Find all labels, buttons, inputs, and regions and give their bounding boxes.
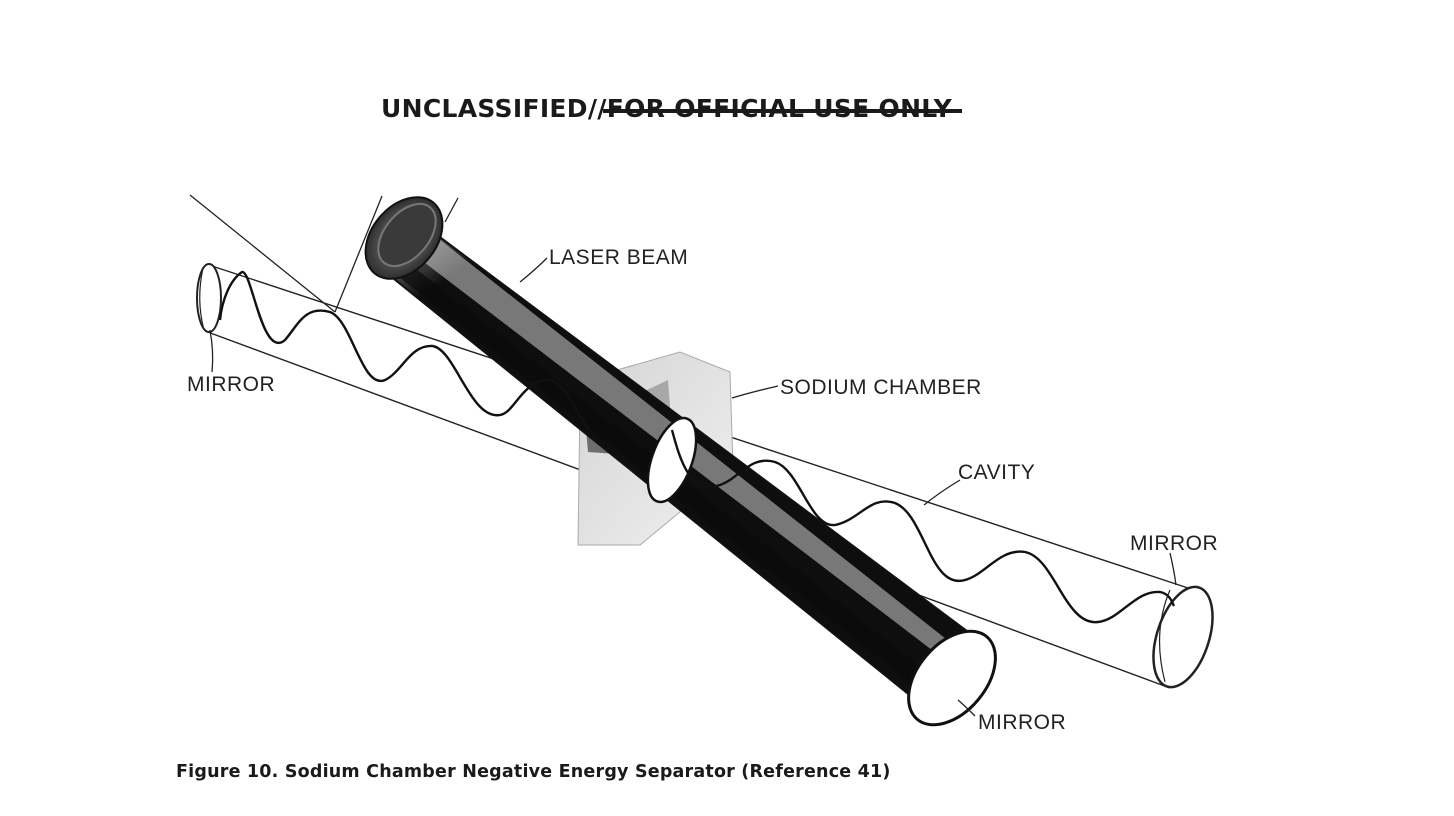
label-mirror-right: MIRROR: [1130, 532, 1218, 555]
label-mirror-left: MIRROR: [187, 373, 275, 396]
leader-lines: [209, 257, 1177, 717]
strikethrough-line: [602, 109, 963, 114]
label-laser-beam: LASER BEAM: [549, 246, 688, 269]
chamber-window: [646, 416, 698, 504]
figure-caption: Figure 10. Sodium Chamber Negative Energ…: [176, 762, 891, 782]
bottom-mirror: [907, 629, 997, 727]
standing-wave: [218, 270, 1176, 624]
left-mirror: [196, 263, 222, 333]
label-mirror-bottom: MIRROR: [978, 711, 1066, 734]
right-mirror: [1152, 585, 1214, 689]
classification-prefix: UNCLASSIFIED//: [381, 94, 607, 123]
incident-rays: [189, 194, 459, 313]
label-sodium-chamber: SODIUM CHAMBER: [780, 376, 982, 399]
label-cavity: CAVITY: [958, 461, 1035, 484]
struck-dissemination-control: FOR OFFICIAL USE ONLY: [602, 94, 963, 123]
classification-marking: UNCLASSIFIED//FOR OFFICIAL USE ONLY: [381, 94, 963, 123]
